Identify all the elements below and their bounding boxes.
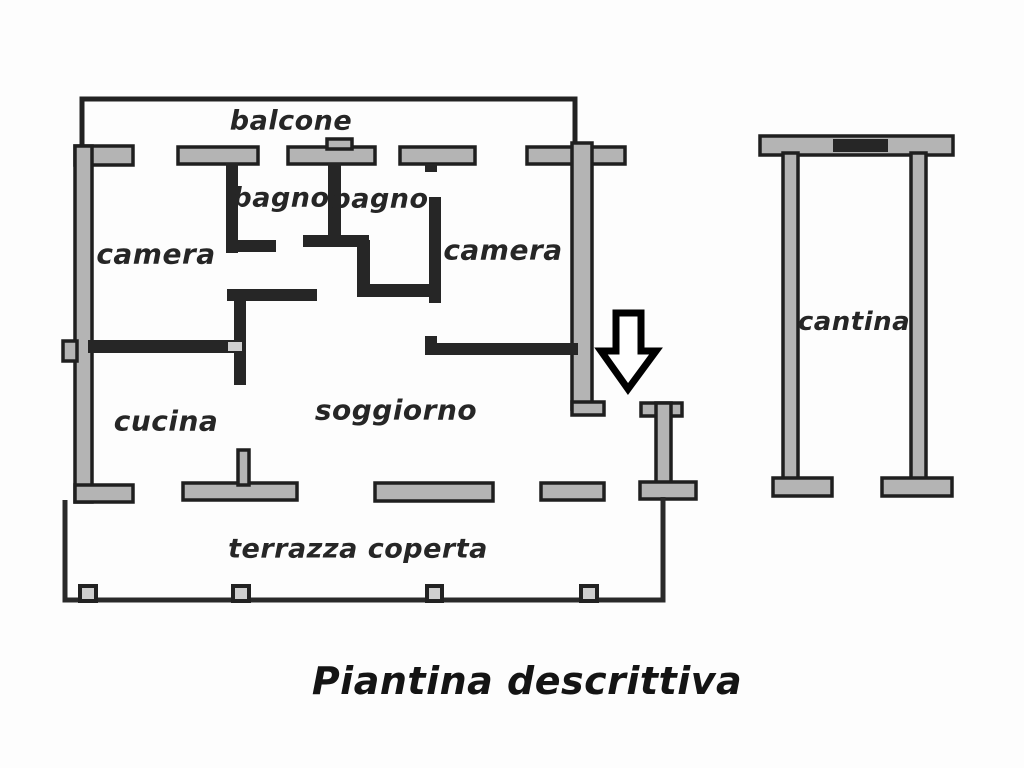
cantina-walls xyxy=(758,134,955,498)
terrace-outline xyxy=(62,497,666,603)
room-label-camera-left: camera xyxy=(96,237,216,271)
page-title: Piantina descrittiva xyxy=(311,659,743,703)
balcony-outline xyxy=(79,96,578,150)
room-label-balcone: balcone xyxy=(229,105,353,137)
exterior-walls xyxy=(61,137,698,504)
entrance-arrow-icon xyxy=(594,309,663,395)
room-label-camera-right: camera xyxy=(443,233,563,267)
room-label-cucina: cucina xyxy=(113,404,219,438)
room-label-terrazza: terrazza coperta xyxy=(228,533,488,565)
room-label-bagno-1: bagno xyxy=(232,182,330,214)
room-label-cantina: cantina xyxy=(797,307,911,337)
terrace-pillars xyxy=(78,584,599,603)
room-label-bagno-2: bagno xyxy=(331,183,429,215)
room-label-soggiorno: soggiorno xyxy=(314,393,478,427)
interior-walls xyxy=(88,163,578,385)
